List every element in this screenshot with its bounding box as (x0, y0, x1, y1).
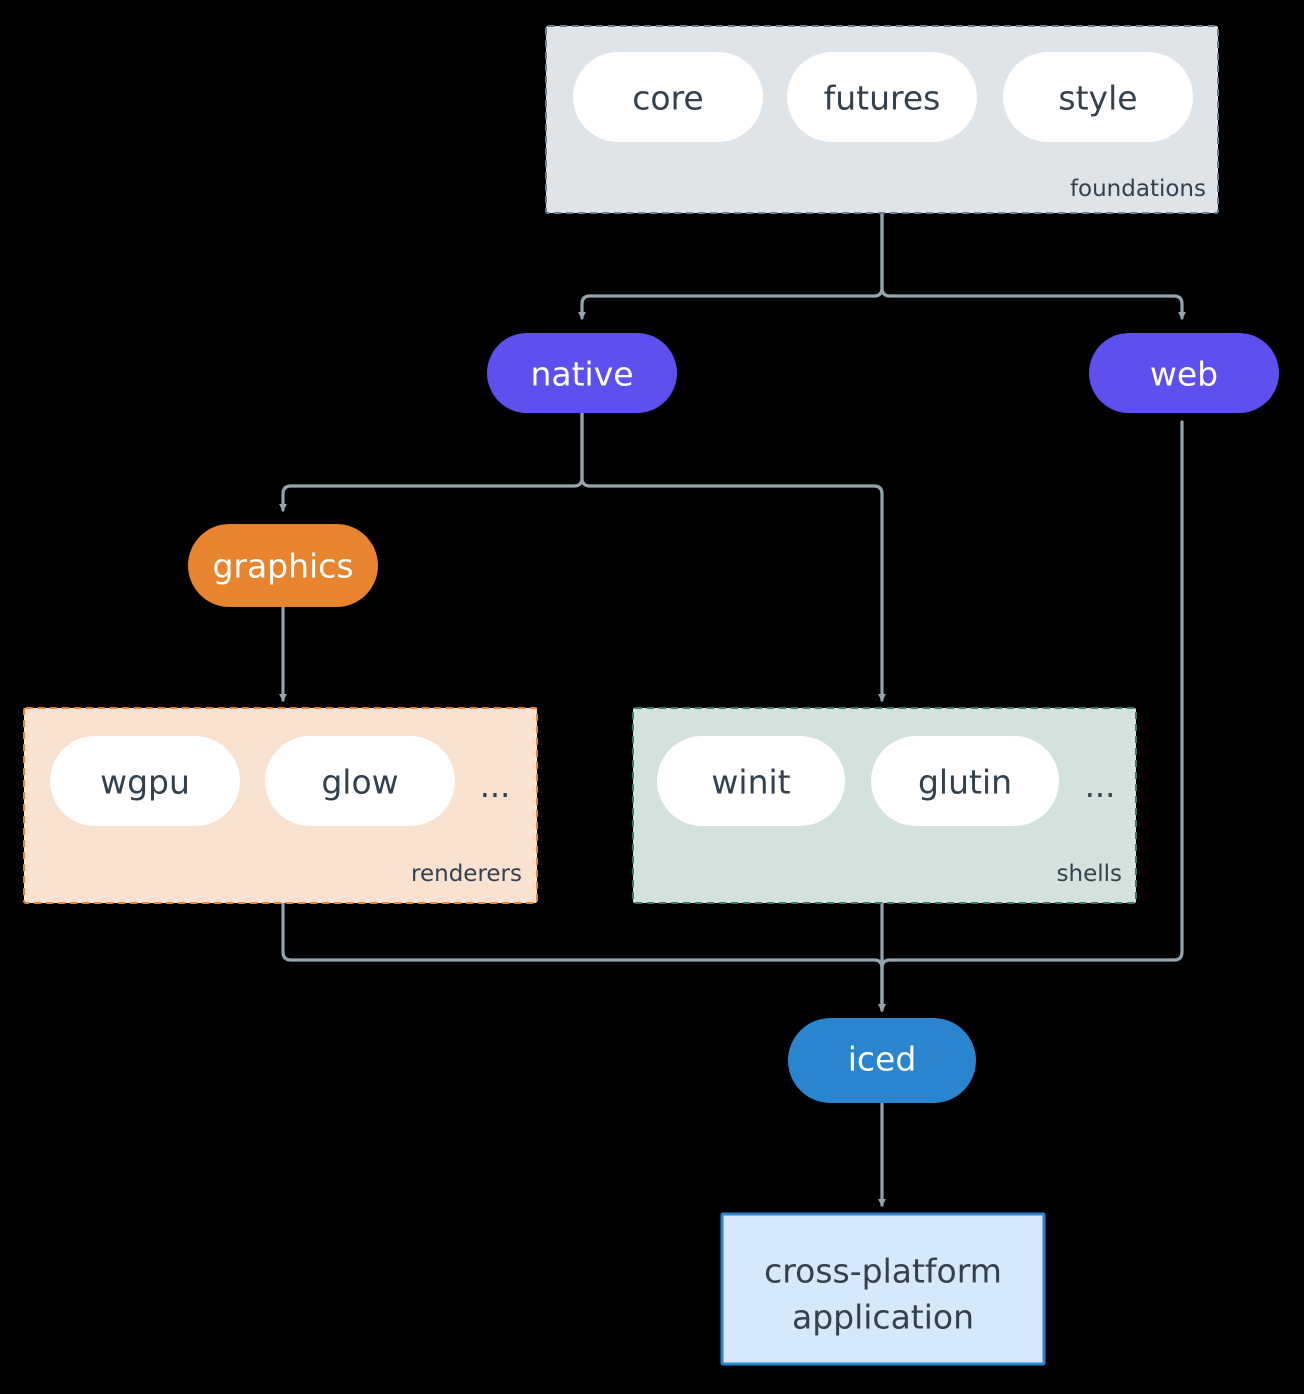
node-wgpu[interactable] (50, 736, 240, 826)
node-futures-label: futures (824, 79, 941, 118)
node-graphics-shape[interactable] (188, 524, 378, 607)
node-web-label: web (1150, 355, 1218, 394)
edge-web-to-iced (878, 420, 1184, 1012)
node-futures[interactable] (787, 52, 977, 142)
shells-ellipsis: ... (1085, 767, 1116, 805)
node-style[interactable] (1003, 52, 1193, 142)
node-core-label: core (632, 79, 703, 118)
node-native-label: native (530, 355, 633, 394)
node-iced-shape[interactable] (788, 1018, 976, 1103)
cluster-foundations-label: foundations (1070, 176, 1206, 202)
cluster-renderers-label: renderers (411, 861, 522, 887)
renderers-ellipsis: ... (480, 767, 511, 805)
node-wgpu-label: wgpu (100, 763, 190, 802)
cluster-shells-label: shells (1057, 861, 1122, 887)
node-application-label-line2: application (792, 1298, 974, 1337)
node-application-label-line1: cross-platform (764, 1252, 1002, 1291)
node-web[interactable]: web (1089, 333, 1279, 413)
node-graphics[interactable]: graphics (188, 524, 378, 607)
node-web-shape[interactable] (1089, 333, 1279, 413)
node-glow[interactable] (265, 736, 455, 826)
node-glow-label: glow (321, 763, 398, 802)
node-iced-label: iced (848, 1040, 917, 1079)
node-winit[interactable] (657, 736, 845, 826)
node-application-shape[interactable] (720, 1212, 1046, 1366)
cluster-renderers: wgpu glow ... renderers (23, 707, 538, 904)
node-native-shape[interactable] (487, 333, 677, 413)
node-style-label: style (1058, 79, 1137, 118)
node-glutin[interactable] (871, 736, 1059, 826)
edge-layer (279, 212, 1186, 1207)
node-winit-label: winit (711, 763, 790, 802)
node-glutin-label: glutin (918, 763, 1012, 802)
cluster-shells: winit glutin ... shells (632, 707, 1137, 904)
edge-native-to-shells (580, 411, 886, 702)
node-native[interactable]: native (487, 333, 677, 413)
node-core[interactable] (573, 52, 763, 142)
node-graphics-label: graphics (212, 547, 353, 586)
node-application[interactable]: cross-platform application (720, 1212, 1046, 1366)
cluster-foundations: core futures style foundations (545, 25, 1219, 214)
node-iced[interactable]: iced (788, 1018, 976, 1103)
edge-foundations-to-web (880, 212, 1186, 320)
